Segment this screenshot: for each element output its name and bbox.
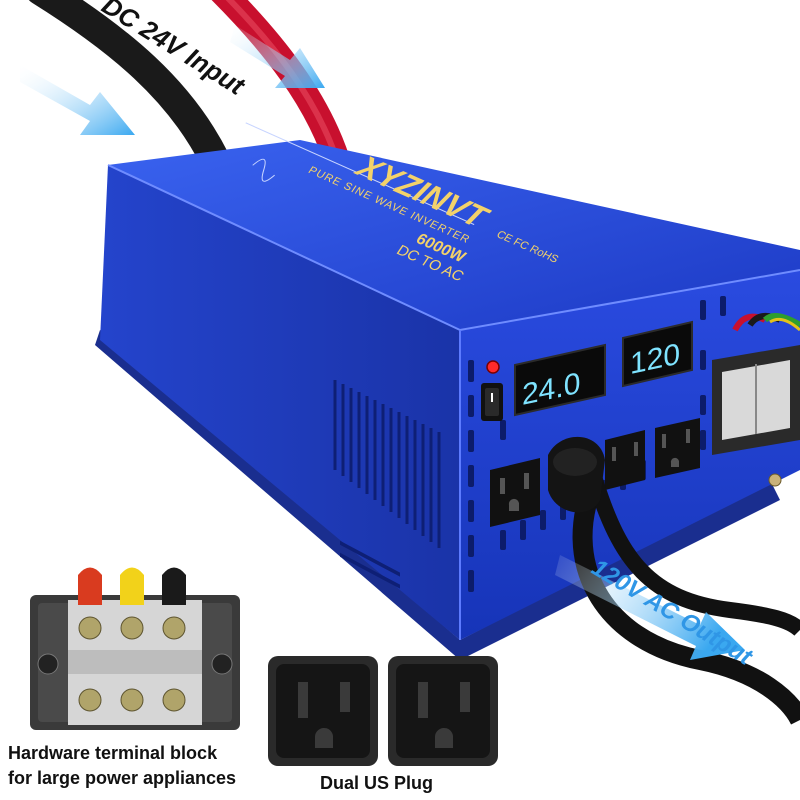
plug-caption: Dual US Plug bbox=[320, 773, 433, 793]
us-outlet-icon bbox=[490, 458, 540, 527]
side-vent-slots bbox=[333, 380, 441, 548]
terminal-screws-bottom bbox=[78, 688, 186, 712]
terminal-screw-icon bbox=[37, 653, 59, 675]
terminal-screws-top bbox=[78, 616, 186, 640]
terminal-caption-line2: for large power appliances bbox=[8, 768, 236, 788]
arrow-icon bbox=[555, 555, 745, 660]
output-voltage-display: 120 bbox=[622, 320, 693, 388]
ac-plug bbox=[548, 436, 605, 513]
ground-screw bbox=[768, 473, 782, 487]
arrow-icon bbox=[20, 65, 135, 135]
side-vents bbox=[340, 540, 400, 589]
terminal-caps bbox=[78, 567, 186, 605]
us-outlet-icon bbox=[655, 418, 700, 478]
indicator-led-icon bbox=[486, 360, 500, 374]
ac-terminal-box bbox=[712, 313, 800, 455]
terminal-block-inset bbox=[30, 567, 240, 730]
terminal-caption-line1: Hardware terminal block bbox=[8, 743, 218, 763]
arrow-icon bbox=[230, 25, 325, 88]
ac-power-cable bbox=[572, 475, 800, 725]
terminal-screw-icon bbox=[211, 653, 233, 675]
us-outlet-icon bbox=[388, 656, 498, 766]
us-outlet-icon bbox=[268, 656, 378, 766]
us-outlet-icon bbox=[605, 430, 645, 490]
black-cable bbox=[28, 0, 230, 175]
power-switch-icon[interactable] bbox=[481, 383, 503, 421]
